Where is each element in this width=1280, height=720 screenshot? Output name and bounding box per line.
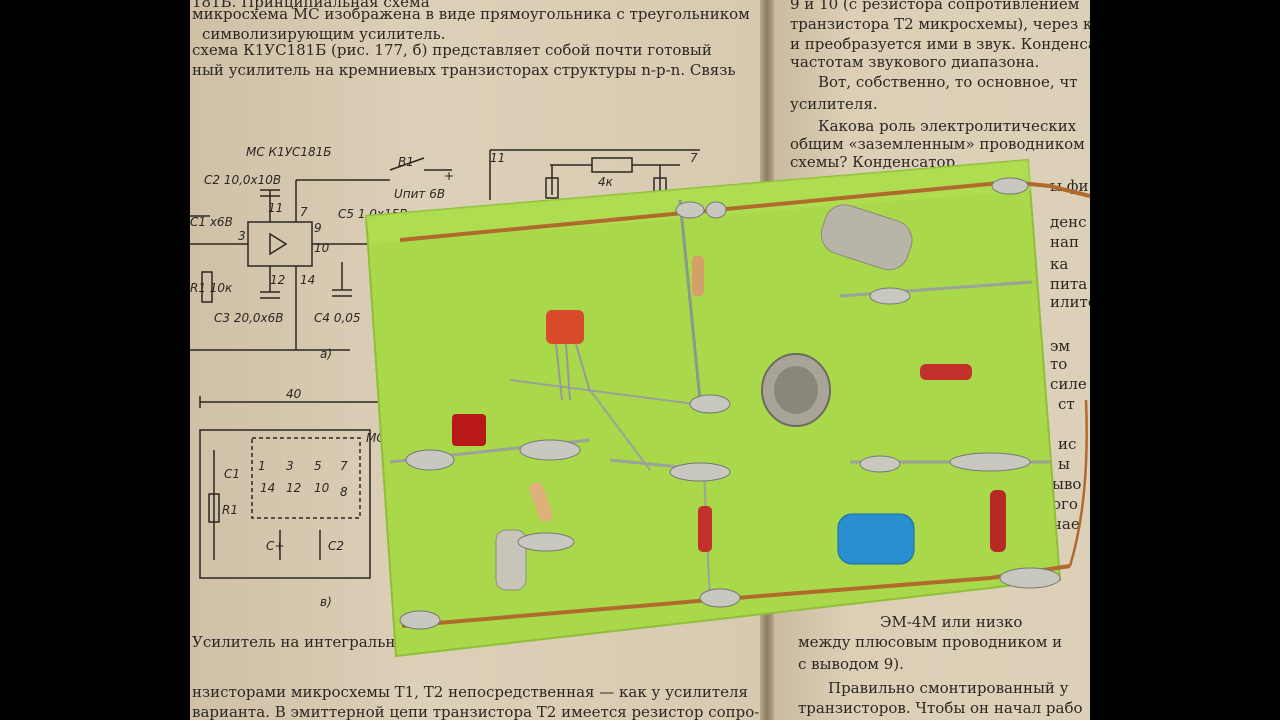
top-bus-wire: [399, 179, 1090, 242]
pin-label: 3: [286, 459, 294, 473]
pin-label: 12: [270, 273, 285, 287]
electrolytic-capacitor-blue: [837, 513, 915, 565]
pin-label: 1: [258, 459, 266, 473]
text-fragment: илите: [1050, 293, 1090, 311]
photo-drawing: МС К1УС181Б В1 Uпит 6В + С2 10,0х10В С1 …: [190, 145, 1090, 658]
text-fragment: ыво: [1052, 475, 1082, 493]
text-line: и преобразуется ими в звук. Конденса: [790, 35, 1090, 53]
text-line: символизирующим усилитель.: [202, 25, 446, 43]
text-line: общим «заземленным» проводником: [790, 135, 1085, 153]
circuit-board: [364, 158, 1090, 658]
c2-label: С2: [328, 539, 344, 553]
text-fragment: пита: [1050, 275, 1088, 293]
text-fragment: то: [1050, 355, 1068, 373]
c4-label: С4 0,05: [314, 311, 361, 325]
amplifier-triangle-icon: [269, 232, 288, 256]
schematic-a: [190, 149, 700, 351]
text-line: между плюсовым проводником и: [798, 633, 1063, 651]
r1-label: R1 10к: [190, 281, 233, 295]
resistor: [528, 482, 554, 522]
photo: 181Б. Принципиальная схема микросхема МС…: [190, 0, 1090, 720]
text-line: частотам звукового диапазона.: [790, 53, 1040, 71]
text-fragment: чае: [1052, 515, 1080, 533]
solder-joints: [399, 177, 1061, 630]
pin-label: 12: [286, 481, 301, 495]
schematic-v: [199, 396, 391, 579]
resistor-value-label: 4к: [598, 175, 614, 189]
resistor: [990, 490, 1006, 552]
svg-text:+: +: [444, 169, 454, 183]
text-line: микросхема МС изображена в виде прямоуго…: [192, 5, 750, 23]
text-line: 9 и 10 (с резистора сопротивлением: [790, 0, 1080, 13]
dimension-label: 40: [286, 387, 302, 401]
text-fragment: ЭМ-4М или низко: [880, 613, 1023, 631]
pin-label: 11: [490, 151, 505, 165]
text-fragment: ого: [1052, 495, 1078, 513]
schematic-title: МС К1УС181Б: [246, 145, 332, 159]
pin-label: 7: [300, 205, 308, 219]
pin-label: 9: [314, 221, 322, 235]
text-line: транзисторов. Чтобы он начал рабо: [798, 699, 1083, 717]
electrolytic-capacitor-silver: [820, 204, 913, 271]
text-fragment: ка: [1050, 255, 1069, 273]
text-fragment: ы: [1058, 455, 1070, 473]
c2-label: С2 10,0х10В: [204, 173, 281, 187]
pin-label: 3: [238, 229, 246, 243]
transistor-red: [546, 310, 584, 344]
text-line: с выводом 9).: [798, 655, 904, 673]
text-line: усилителя.: [790, 95, 878, 113]
text-line: Правильно смонтированный у: [828, 679, 1069, 697]
text-line: Усилитель на интегральной: [192, 633, 415, 651]
microchip-symbol: [247, 221, 313, 267]
resistor: [920, 364, 972, 380]
text-line: варианта. В эмиттерной цепи транзистора …: [192, 703, 760, 720]
text-line: 181Б. Принципиальная схема: [192, 0, 430, 11]
resistor: [692, 256, 704, 296]
pin-label: 14: [260, 481, 275, 495]
text-line: Какова роль электролитических: [818, 117, 1077, 135]
capacitor-red: [452, 414, 486, 446]
text-line: Вот, собственно, то основное, чт: [818, 73, 1078, 91]
text-fragment: эм: [1050, 337, 1071, 355]
chip-outline: [251, 437, 361, 519]
pin-label: 10: [314, 481, 330, 495]
c-label: С+: [266, 539, 284, 553]
text-fragment: нап: [1050, 233, 1079, 251]
text-line: схемы? Конденсатор: [790, 153, 956, 171]
text-line: нзисторами микросхемы T1, T2 непосредств…: [192, 683, 749, 701]
text-fragment: денс: [1050, 213, 1087, 231]
resistor: [698, 506, 712, 552]
supply-label: Uпит 6В: [394, 187, 445, 201]
pin-label: 5: [314, 459, 322, 473]
pin-label: 11: [268, 201, 283, 215]
caption-v: в): [320, 595, 332, 609]
c3-label: С3 20,0х6В: [214, 311, 284, 325]
pin-label: 7: [690, 151, 698, 165]
r1-label: R1: [222, 503, 238, 517]
pin-label: 7: [340, 459, 348, 473]
text-fragment: ст: [1058, 395, 1075, 413]
switch-label: В1: [398, 155, 414, 169]
c1-label: С1: [224, 467, 240, 481]
pin-label: 14: [300, 273, 315, 287]
c1-label: С1 х6В: [190, 215, 233, 229]
text-line: транзистора T2 микросхемы), через к: [790, 15, 1090, 33]
text-fragment: силе: [1050, 375, 1087, 393]
text-line: схема К1УС181Б (рис. 177, б) представляе…: [192, 41, 712, 59]
text-fragment: ис: [1058, 435, 1077, 453]
capacitor-small-silver: [495, 529, 527, 591]
text-fragment: ы фи: [1050, 177, 1089, 195]
caption-a: а): [320, 347, 332, 361]
resistor-symbol: [591, 157, 633, 173]
text-line: ный усилитель на кремниевых транзисторах…: [192, 61, 736, 79]
pin-label: 10: [314, 241, 330, 255]
pin-label: 8: [340, 485, 348, 499]
